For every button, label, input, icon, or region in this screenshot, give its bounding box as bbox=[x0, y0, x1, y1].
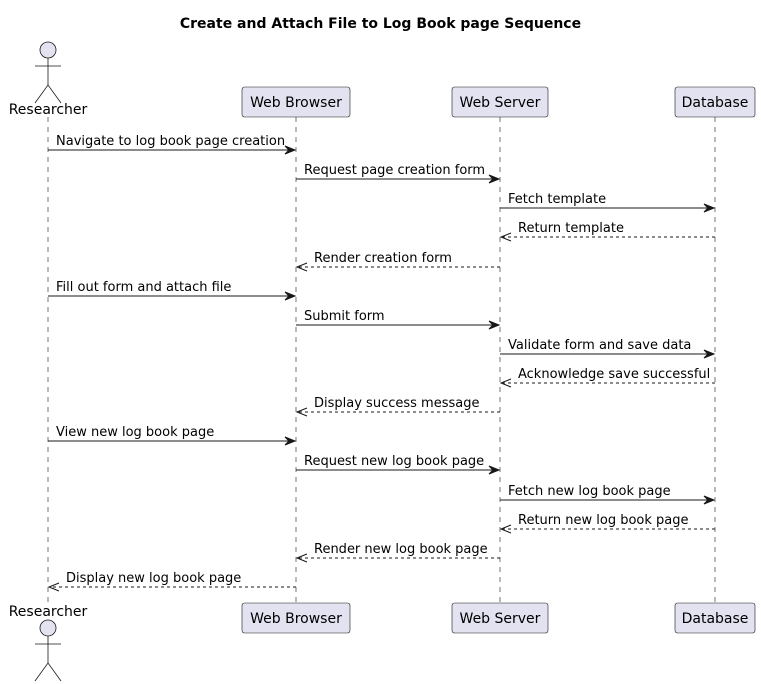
participant-label: Researcher bbox=[9, 102, 88, 118]
participant-database: Database bbox=[674, 86, 756, 118]
arrow-head bbox=[47, 582, 60, 592]
participant-box bbox=[241, 602, 351, 634]
message-arrow: Render creation form bbox=[295, 251, 500, 272]
arrow-head bbox=[488, 320, 501, 330]
message-label: Acknowledge save successful bbox=[518, 367, 710, 382]
arrow-head bbox=[295, 262, 308, 272]
arrow-head bbox=[703, 349, 716, 359]
actor-researcher: Researcher bbox=[9, 41, 88, 118]
participant-server: Web Server bbox=[451, 86, 549, 118]
arrow-head bbox=[488, 465, 501, 475]
message-arrow: Acknowledge save successful bbox=[499, 367, 715, 388]
message-arrow: Return template bbox=[499, 221, 715, 242]
message-arrow: Request new log book page bbox=[296, 454, 501, 475]
message-label: Render creation form bbox=[314, 251, 452, 266]
actor-researcher: Researcher bbox=[9, 604, 88, 682]
lifelines bbox=[47, 117, 716, 603]
participant-box bbox=[451, 602, 549, 634]
arrow-head bbox=[703, 495, 716, 505]
message-label: Request new log book page bbox=[304, 454, 484, 469]
participant-box bbox=[674, 602, 756, 634]
message-label: Display new log book page bbox=[66, 571, 241, 586]
message-arrow: Fetch new log book page bbox=[500, 484, 716, 505]
message-arrow: Display new log book page bbox=[47, 571, 296, 592]
arrow-head bbox=[284, 436, 297, 446]
message-arrow: Render new log book page bbox=[295, 542, 500, 563]
message-label: Fetch template bbox=[508, 192, 606, 207]
participant-box bbox=[674, 86, 756, 118]
arrow-head bbox=[499, 378, 512, 388]
message-label: View new log book page bbox=[56, 425, 214, 440]
message-label: Validate form and save data bbox=[508, 338, 691, 353]
message-label: Request page creation form bbox=[304, 163, 485, 178]
participant-browser: Web Browser bbox=[241, 602, 351, 634]
arrow-head bbox=[499, 524, 512, 534]
actor-head bbox=[39, 619, 57, 637]
participant-browser: Web Browser bbox=[241, 86, 351, 118]
arrow-head bbox=[295, 407, 308, 417]
message-arrow: Display success message bbox=[295, 396, 500, 417]
diagram-title: Create and Attach File to Log Book page … bbox=[180, 16, 581, 32]
participant-box bbox=[241, 86, 351, 118]
message-arrow: Navigate to log book page creation bbox=[48, 134, 297, 155]
participant-label: Web Server bbox=[460, 95, 541, 111]
participant-database: Database bbox=[674, 602, 756, 634]
arrow-head bbox=[284, 291, 297, 301]
participant-server: Web Server bbox=[451, 602, 549, 634]
participant-label: Database bbox=[682, 95, 749, 111]
message-arrow: Fill out form and attach file bbox=[48, 280, 297, 301]
participant-label: Researcher bbox=[9, 604, 88, 620]
message-arrow: View new log book page bbox=[48, 425, 297, 446]
arrow-head bbox=[499, 232, 512, 242]
actor-legs bbox=[34, 662, 62, 682]
arrow-head bbox=[284, 145, 297, 155]
message-label: Fetch new log book page bbox=[508, 484, 671, 499]
message-arrow: Validate form and save data bbox=[500, 338, 716, 359]
message-label: Submit form bbox=[304, 309, 385, 324]
message-label: Navigate to log book page creation bbox=[56, 134, 285, 149]
message-label: Return new log book page bbox=[518, 513, 689, 528]
message-label: Render new log book page bbox=[314, 542, 488, 557]
participant-label: Web Browser bbox=[250, 611, 342, 627]
participant-box bbox=[451, 86, 549, 118]
message-arrow: Request page creation form bbox=[296, 163, 501, 184]
messages: Navigate to log book page creationReques… bbox=[47, 134, 716, 592]
participant-label: Web Browser bbox=[250, 95, 342, 111]
arrow-head bbox=[488, 174, 501, 184]
actor-legs bbox=[34, 84, 62, 104]
message-label: Fill out form and attach file bbox=[56, 280, 231, 295]
participant-label: Database bbox=[682, 611, 749, 627]
message-arrow: Submit form bbox=[296, 309, 501, 330]
arrow-head bbox=[295, 553, 308, 563]
actor-head bbox=[39, 41, 57, 59]
message-label: Display success message bbox=[314, 396, 479, 411]
message-arrow: Fetch template bbox=[500, 192, 716, 213]
message-arrow: Return new log book page bbox=[499, 513, 715, 534]
arrow-head bbox=[703, 203, 716, 213]
participant-label: Web Server bbox=[460, 611, 541, 627]
message-label: Return template bbox=[518, 221, 624, 236]
